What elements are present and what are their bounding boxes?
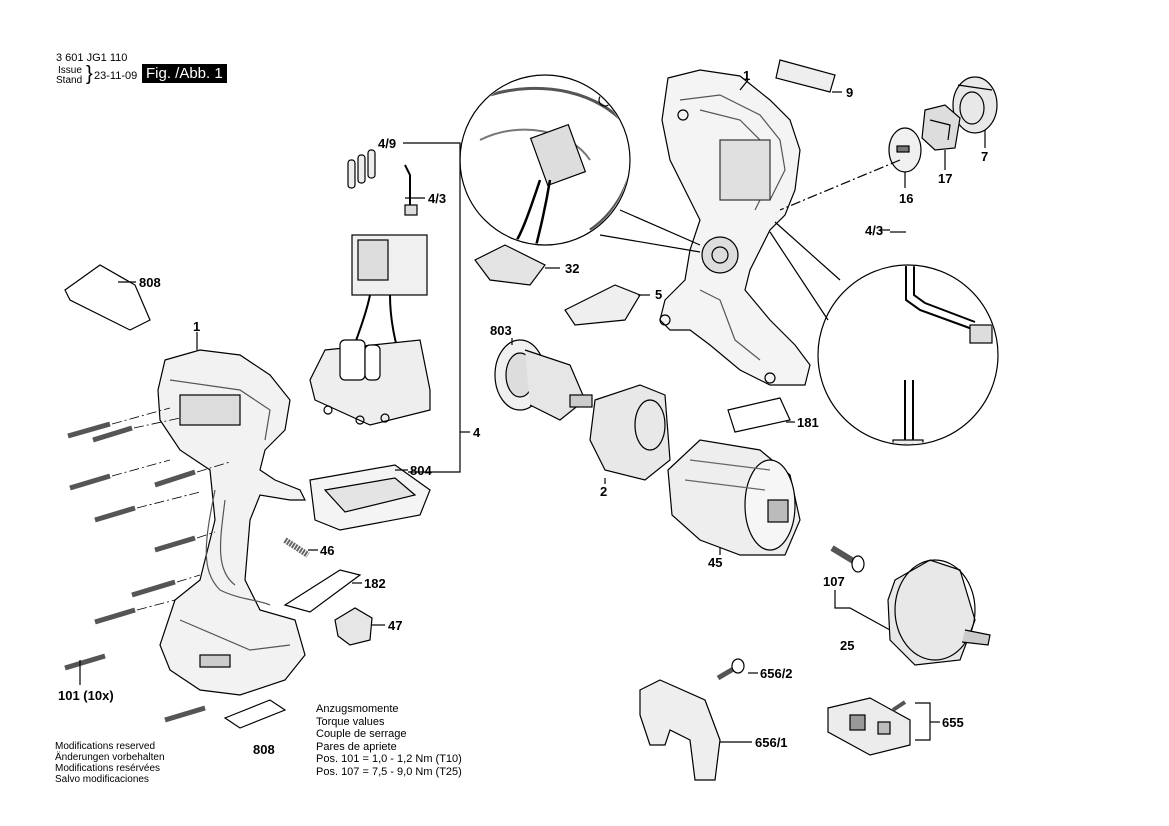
brace: } [86, 63, 93, 85]
callout-25: 25 [840, 638, 854, 653]
chuck-25 [887, 559, 991, 666]
callout-808-top: 808 [139, 275, 161, 290]
callout-47: 47 [388, 618, 402, 633]
detail-magnifier-right [817, 264, 999, 446]
armature-803 [494, 339, 593, 421]
small-parts-4-9 [347, 149, 418, 216]
bit-holder-655 [827, 697, 911, 756]
callout-45: 45 [708, 555, 722, 570]
callout-107: 107 [823, 574, 845, 589]
label-181 [727, 397, 791, 433]
part-number: 3 601 JG1 110 [56, 52, 128, 64]
callout-16: 16 [899, 191, 913, 206]
belt-clip-656-1 [639, 679, 721, 781]
label-808-top [64, 264, 151, 331]
screws-101 [64, 421, 206, 723]
callout-656-2: 656/2 [760, 666, 793, 681]
callout-4: 4 [473, 425, 481, 440]
mod-line-2: Änderungen vorbehalten [55, 752, 165, 763]
callout-101: 101 (10x) [58, 688, 114, 703]
part-32 [474, 244, 546, 286]
mod-line-4: Salvo modificaciones [55, 774, 149, 785]
stator-2 [589, 384, 671, 481]
callout-1-left: 1 [193, 319, 200, 334]
figure-label: Fig. /Abb. 1 [142, 64, 227, 83]
callout-808-bottom: 808 [253, 742, 275, 757]
torque-line-6: Pos. 107 = 7,5 - 9,0 Nm (T25) [316, 765, 462, 778]
label-strip-9 [775, 59, 836, 93]
housing-half-left [157, 349, 306, 696]
cap-16 [888, 127, 922, 173]
callout-804: 804 [410, 463, 432, 478]
knob-47 [334, 607, 373, 646]
mod-line-3: Modifications resérvées [55, 763, 161, 774]
callout-32: 32 [565, 261, 579, 276]
label-808-bottom [223, 699, 287, 729]
torque-line-1: Anzugsmomente [316, 703, 399, 715]
stand-label: Stand [56, 75, 83, 86]
callout-181: 181 [797, 415, 819, 430]
issue-date: 23-11-09 [94, 70, 138, 82]
circuit-board-804 [309, 464, 431, 531]
torque-line-3: Couple de serrage [316, 728, 407, 740]
callout-1-top: 1 [743, 68, 750, 83]
screw-656-2 [716, 665, 737, 681]
callout-46: 46 [320, 543, 334, 558]
callout-182: 182 [364, 576, 386, 591]
brush-holder-17 [921, 104, 961, 151]
mod-line-1: Modifications reserved [55, 741, 156, 752]
issue-label: Issue [58, 65, 82, 76]
label-182 [283, 569, 362, 613]
callout-9: 9 [846, 85, 853, 100]
gearbox-45 [667, 439, 801, 556]
torque-notes: Anzugsmomente Torque values Couple de se… [316, 703, 462, 778]
torque-line-5: Pos. 101 = 1,0 - 1,2 Nm (T10) [316, 753, 462, 765]
torque-line-2: Torque values [316, 715, 385, 728]
modifications-notice: Modifications reserved Änderungen vorbeh… [55, 741, 165, 785]
callout-656-1: 656/1 [755, 735, 788, 750]
callout-4-9: 4/9 [378, 136, 396, 151]
callout-655: 655 [942, 715, 964, 730]
callout-4-3-right: 4/3 [865, 223, 883, 238]
switch-assembly-4 [309, 234, 431, 426]
housing-half-top [659, 69, 811, 386]
callout-2: 2 [600, 484, 607, 499]
callout-7: 7 [981, 149, 988, 164]
part-5 [564, 284, 641, 326]
callout-17: 17 [938, 171, 952, 186]
screw-107 [830, 545, 857, 565]
callout-803: 803 [490, 323, 512, 338]
callout-5: 5 [655, 287, 662, 302]
spring-46 [283, 537, 310, 558]
end-cap-7 [952, 76, 998, 134]
callout-4-3-left: 4/3 [428, 191, 446, 206]
torque-line-4: Pares de apriete [316, 740, 397, 753]
